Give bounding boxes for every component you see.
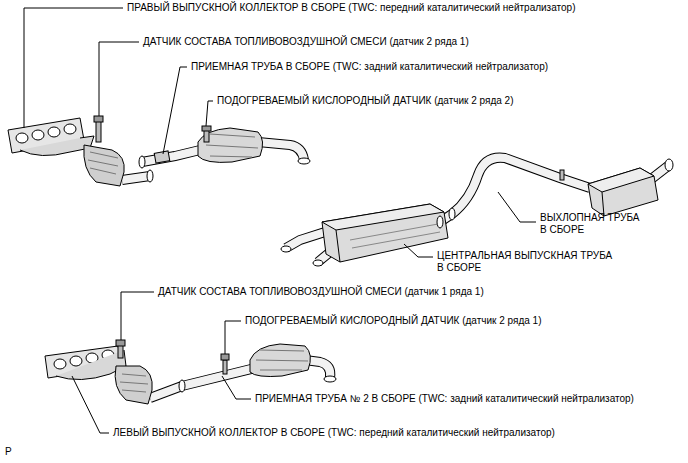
front-pipe <box>204 130 209 142</box>
pipe-outline <box>122 142 668 398</box>
front-pipe-2 <box>179 380 185 392</box>
front-pipe <box>206 134 258 157</box>
part-label: ПОДОГРЕВАЕМЫЙ КИСЛОРОДНЫЙ ДАТЧИК (датчик… <box>245 315 541 327</box>
leader-line <box>99 42 139 116</box>
manifold-left <box>120 374 148 392</box>
tail-pipe <box>588 168 654 192</box>
manifold-right <box>64 124 76 134</box>
manifold-right <box>84 145 125 186</box>
leader-line <box>404 244 433 257</box>
manifold-right <box>20 136 94 156</box>
part-label: ПРИЕМНАЯ ТРУБА В СБОРЕ (TWC: задний ката… <box>191 61 548 73</box>
part-label: ВЫХЛОПНАЯ ТРУБА В СБОРЕ <box>540 212 645 236</box>
pipe-core <box>182 368 255 386</box>
leader-line <box>72 376 109 433</box>
center-pipe <box>336 230 340 262</box>
pipe-outline <box>122 176 150 180</box>
manifold-right <box>88 152 118 174</box>
front-pipe-2 <box>221 354 229 360</box>
front-pipe-2 <box>179 344 336 392</box>
leader-line <box>121 292 154 340</box>
pipe-outline <box>286 232 325 248</box>
manifold-right <box>48 127 60 137</box>
leader-line <box>206 101 213 126</box>
front-pipe <box>198 128 263 162</box>
front-pipe-2 <box>324 376 336 382</box>
manifold-right <box>16 133 28 143</box>
manifold-right <box>8 116 153 186</box>
part-label: ДАТЧИК СОСТАВА ТОПЛИВОВОЗДУШНОЙ СМЕСИ (д… <box>158 286 484 298</box>
front-pipe <box>298 158 310 164</box>
pipe-core <box>286 232 325 248</box>
manifold-right <box>94 116 103 122</box>
part-label: ЛЕВЫЙ ВЫПУСКНОЙ КОЛЛЕКТОР В СБОРЕ (TWC: … <box>113 427 555 439</box>
tail-pipe <box>560 170 564 180</box>
front-pipe-2 <box>223 360 227 374</box>
front-pipe-2 <box>250 344 310 377</box>
manifold-right <box>32 130 44 140</box>
pipe-core <box>122 142 668 398</box>
manifold-left <box>70 356 82 366</box>
part-label: ПОДОГРЕВАЕМЫЙ КИСЛОРОДНЫЙ ДАТЧИК (датчик… <box>217 95 513 107</box>
center-pipe <box>350 224 440 248</box>
center-pipe <box>437 216 443 228</box>
tail-pipe <box>449 208 455 220</box>
figure-code: P <box>5 446 12 458</box>
front-pipe <box>139 156 145 168</box>
part-label: ДАТЧИК СОСТАВА ТОПЛИВОВОЗДУШНОЙ СМЕСИ (д… <box>143 36 469 48</box>
leader-line <box>24 8 123 128</box>
pipe-outline <box>150 386 182 398</box>
tail-pipe <box>665 159 673 171</box>
center-pipe <box>313 260 323 266</box>
pipe-core <box>258 142 304 160</box>
pipe-outline <box>182 368 255 386</box>
part-label: ПРАВЫЙ ВЫПУСКНОЙ КОЛЛЕКТОР В СБОРЕ (TWC:… <box>127 2 575 14</box>
center-pipe <box>281 246 291 252</box>
manifold-right <box>96 120 101 142</box>
manifold-left <box>115 366 152 404</box>
pipe-core <box>122 176 150 180</box>
center-pipe <box>322 204 448 262</box>
pipe-core <box>142 150 200 162</box>
manifold-left <box>45 340 152 404</box>
manifold-left <box>54 359 66 369</box>
leader-line <box>225 321 241 354</box>
tail-pipe <box>588 168 658 216</box>
front-pipe <box>202 126 211 131</box>
manifold-left <box>116 340 125 346</box>
leader-line <box>163 67 187 154</box>
part-label: ПРИЕМНАЯ ТРУБА № 2 В СБОРЕ (TWC: задний … <box>255 393 634 405</box>
center-pipe <box>281 204 448 266</box>
manifold-right <box>147 170 153 182</box>
leader-line <box>498 192 536 222</box>
front-pipe <box>154 151 170 163</box>
pipe-core <box>150 386 182 398</box>
pipe-outline <box>258 142 304 160</box>
part-label: ЦЕНТРАЛЬНАЯ ВЫПУСКНАЯ ТРУБА В СБОРЕ <box>437 250 621 274</box>
tail-pipe <box>449 159 673 220</box>
pipe-outline <box>142 150 200 162</box>
front-pipe-2 <box>256 350 308 370</box>
leader-line <box>222 376 251 399</box>
